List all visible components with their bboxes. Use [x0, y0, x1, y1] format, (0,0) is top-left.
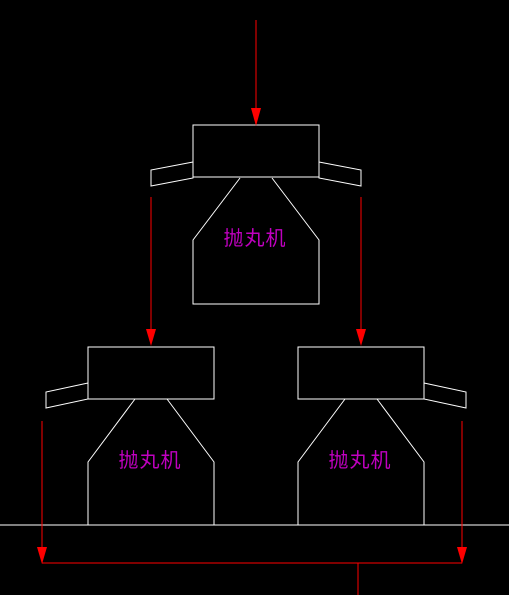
machine-top-hopper [192, 177, 320, 305]
machine-top [150, 124, 362, 305]
machine-bottom-left-body [87, 346, 215, 400]
machine-bottom-right-hopper [297, 398, 425, 526]
arrowhead-top-to-right [356, 329, 366, 346]
arrowhead-right-outlet [457, 547, 467, 564]
machine-bottom-right-body [297, 346, 425, 400]
machine-top-left-chute [150, 161, 194, 187]
arrowheads [37, 108, 467, 564]
machine-bottom-right-label: 抛丸机 [329, 448, 392, 472]
machine-bottom-left-hopper [87, 398, 215, 526]
arrowhead-top-to-left [146, 329, 156, 346]
machine-top-label: 抛丸机 [224, 226, 287, 250]
machine-bottom-right [297, 346, 467, 526]
machine-bottom-left-label: 抛丸机 [119, 448, 182, 472]
arrowhead-left-outlet [37, 547, 47, 564]
machine-bottom-right-chute [423, 382, 467, 409]
machine-bottom-left [45, 346, 215, 526]
machine-top-body [192, 124, 320, 178]
machine-top-right-chute [318, 161, 362, 187]
machine-bottom-left-chute [45, 382, 89, 409]
arrowhead-top-inlet [251, 108, 261, 126]
flow-lines [41, 20, 463, 595]
